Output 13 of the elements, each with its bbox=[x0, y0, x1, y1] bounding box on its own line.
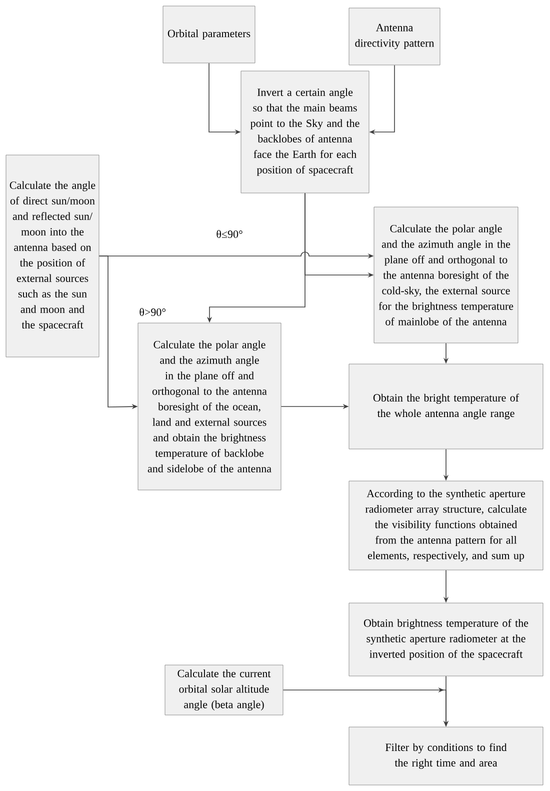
process-box: Orbital parameters bbox=[162, 6, 256, 64]
process-box: Calculate the angle of direct sun/moon and reflected sun/ moon into the antenna based on the position of external sources such as the sun and moon and the spacecraft bbox=[6, 154, 100, 358]
process-box: Calculate the polar angle and the azimuth angle in the plane off and orthogonal to the antenna boresight of the ocean, land and external sources and obtain the brightness temperature of backlobe and sidelobe of the antenna bbox=[138, 322, 282, 490]
process-box: Calculate the current orbital solar altitude angle (beta angle) bbox=[164, 664, 284, 716]
process-box: Calculate the polar angle and the azimuth angle in the plane off and orthogonal to the antenna boresight of the cold-sky, the external source for the brightness temperature of mainlobe of the antenna bbox=[374, 206, 518, 344]
process-box: Obtain brightness temperature of the synthetic aperture radiometer at the inverted position of the spacecraft bbox=[348, 602, 544, 676]
process-box: Filter by conditions to find the right time and area bbox=[348, 726, 544, 786]
process-box: According to the synthetic aperture radiometer array structure, calculate the visibility functions obtained from the antenna pattern for all elements, respectively, and sum up bbox=[348, 480, 544, 570]
edge-label: θ>90° bbox=[138, 307, 168, 317]
process-box: Antenna directivity pattern bbox=[348, 8, 440, 66]
process-box: Invert a certain angle so that the main beams point to the Sky and the backlobes of antenna face the Earth for each position of spacecraft bbox=[240, 70, 370, 194]
process-box: Obtain the bright temperature of the whole antenna angle range bbox=[348, 364, 544, 450]
edge-label: θ≤90° bbox=[215, 229, 244, 239]
